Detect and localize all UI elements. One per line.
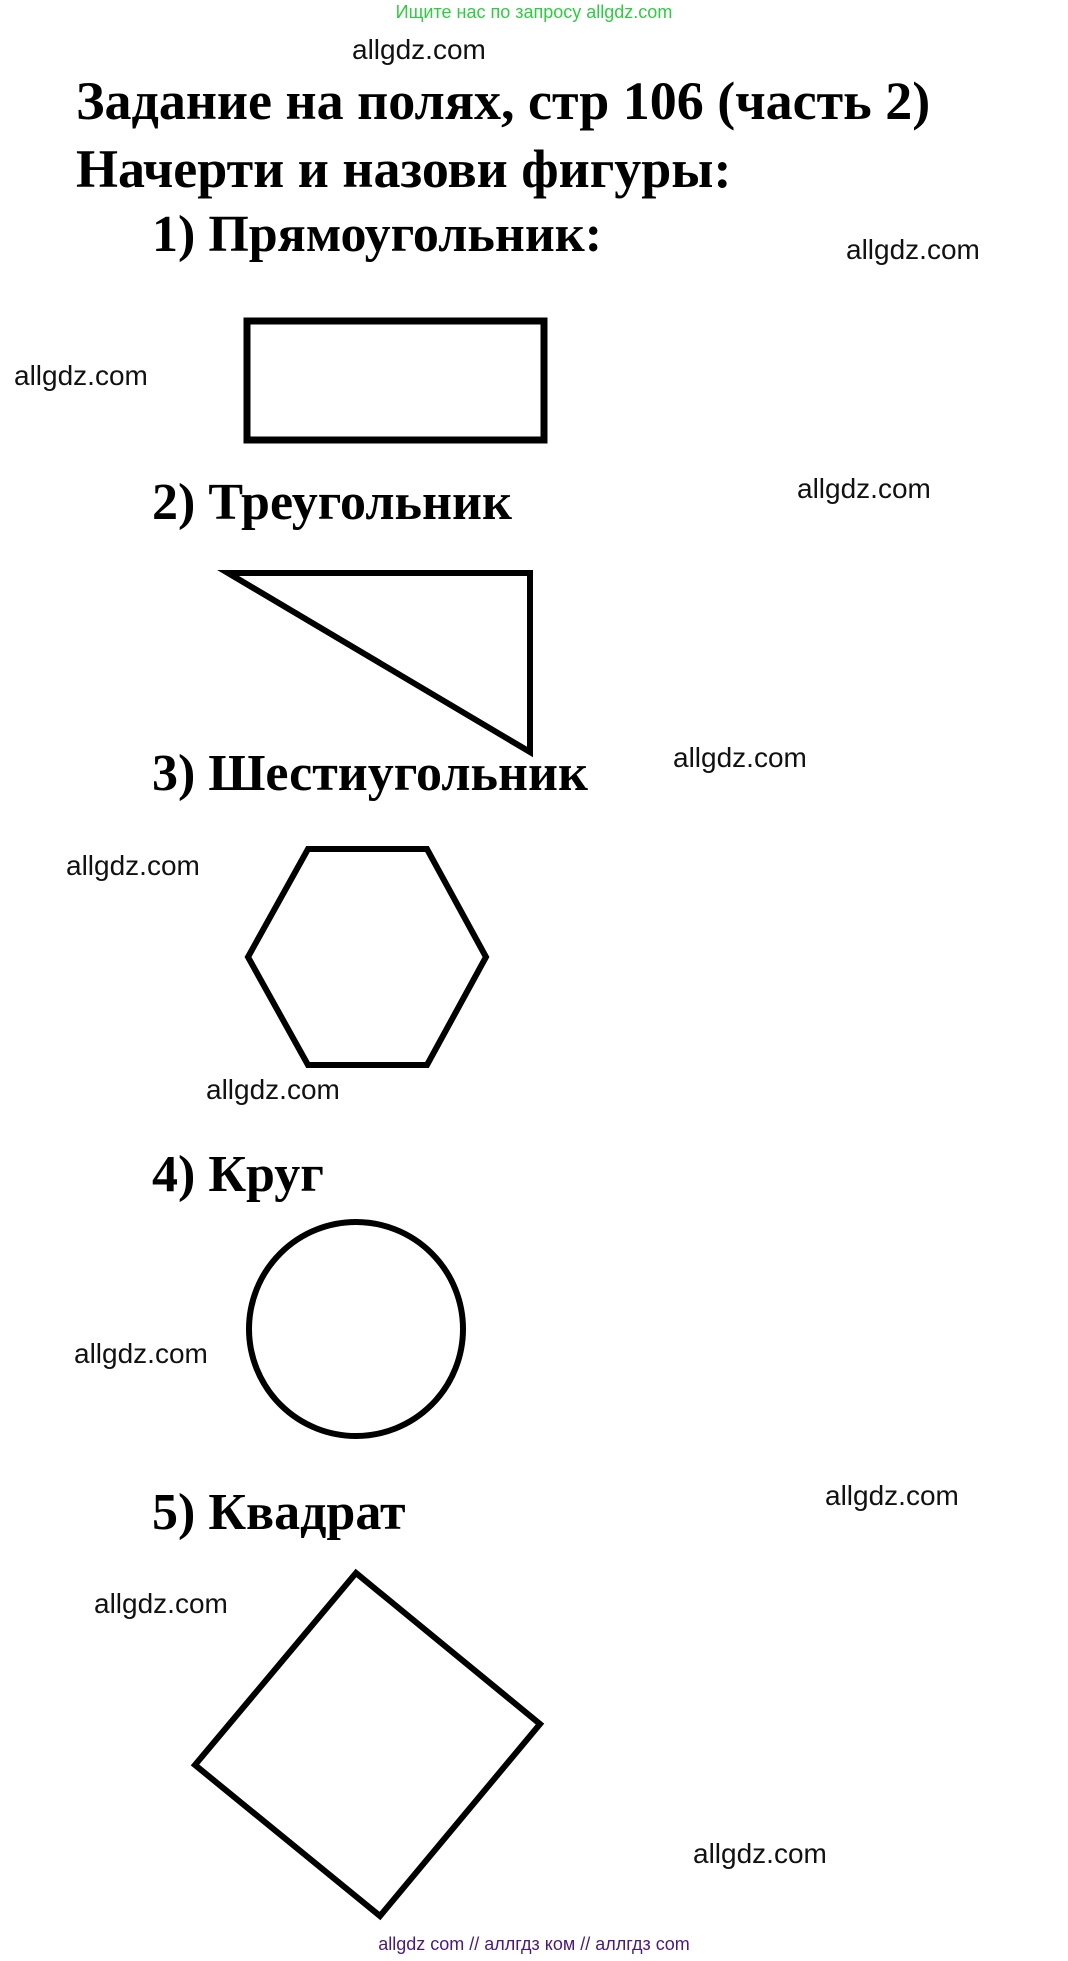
- watermark: allgdz.com: [673, 742, 807, 773]
- watermark: allgdz.com: [206, 1074, 340, 1105]
- watermark: allgdz.com: [66, 850, 200, 881]
- rectangle-shape: [243, 317, 548, 444]
- watermark: allgdz.com: [352, 34, 486, 65]
- watermark: allgdz.com: [693, 1838, 827, 1869]
- page-title: Задание на полях, стр 106 (часть 2): [76, 71, 931, 131]
- footer-watermark: allgdz com // аллгдз ком // аллгдз com: [378, 1934, 690, 1954]
- hexagon-shape: [244, 846, 490, 1068]
- watermark: allgdz.com: [846, 234, 980, 265]
- watermark: allgdz.com: [94, 1588, 228, 1619]
- watermark: allgdz.com: [797, 473, 931, 504]
- search-banner: Ищите нас по запросу allgdz.com: [395, 2, 673, 22]
- item-rectangle-label: 1) Прямоугольник:: [152, 206, 603, 263]
- watermark: allgdz.com: [825, 1480, 959, 1511]
- triangle-shape: [217, 570, 533, 758]
- circle-shape: [246, 1219, 466, 1439]
- item-square-label: 5) Квадрат: [152, 1484, 406, 1541]
- square-shape: [190, 1568, 545, 1921]
- watermark: allgdz.com: [14, 360, 148, 391]
- item-triangle-label: 2) Треугольник: [152, 474, 512, 531]
- watermark: allgdz.com: [74, 1338, 208, 1369]
- task-instruction: Начерти и назови фигуры:: [76, 139, 732, 199]
- item-circle-label: 4) Круг: [152, 1146, 324, 1203]
- item-hexagon-label: 3) Шестиугольник: [152, 745, 588, 802]
